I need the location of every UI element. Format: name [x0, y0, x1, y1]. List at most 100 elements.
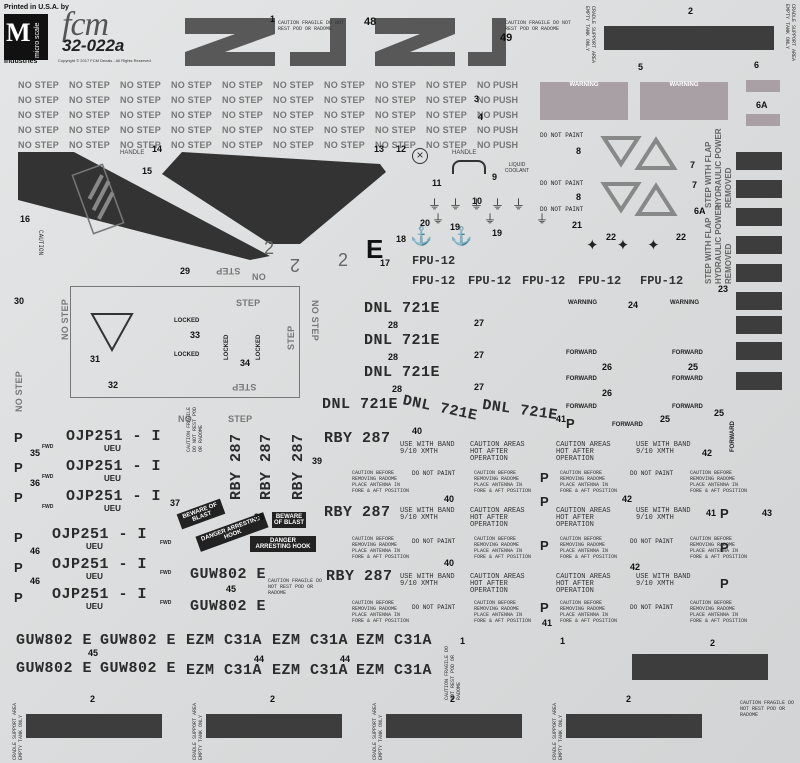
- p-marker: P: [540, 600, 549, 615]
- num-29: 28: [388, 320, 399, 330]
- num-26: 25: [688, 362, 699, 372]
- guw-5: GUW802 E: [16, 660, 93, 677]
- fwd-2: FWD: [42, 474, 54, 480]
- step-rotated-bottom: STEP: [232, 382, 257, 392]
- use-with-band-3: USE WITH BAND 9/10 XMTH: [400, 507, 455, 522]
- no-step: NO STEP: [273, 140, 314, 150]
- fwd-5: FWD: [160, 570, 172, 576]
- fpu-3: FPU-12: [468, 274, 512, 288]
- stripe-z2: [375, 18, 455, 66]
- ueu-2: UEU: [104, 474, 121, 483]
- ladder-panel-decal: [18, 152, 270, 260]
- num-26c: 25: [714, 408, 725, 418]
- p-marker: P: [14, 590, 23, 605]
- side-bar-8: [736, 342, 782, 360]
- step-label-bottom: STEP: [228, 414, 253, 424]
- no-step: NO STEP: [324, 140, 365, 150]
- num-24: 23: [718, 284, 729, 294]
- num-29c: 28: [392, 384, 403, 394]
- cradle-label-b1: CRADLE SUPPORT AREA EMPTY TANK ONLY: [12, 702, 24, 760]
- caution-hot-2: CAUTION AREAS HOT AFTER OPERATION: [556, 441, 611, 463]
- no-step: NO STEP: [324, 80, 365, 90]
- wing-panel-decal: [162, 152, 386, 244]
- cradle-label-b3: CRADLE SUPPORT AREA EMPTY TANK ONLY: [372, 702, 384, 760]
- marking-2b: 2: [290, 255, 301, 275]
- caution-fragile-bottom-2: CAUTION FRAGILE DO NOT REST POD OR RADOM…: [740, 700, 795, 718]
- num-23b: 22: [676, 232, 687, 242]
- num-37: 36: [30, 478, 41, 488]
- caution-hot-3: CAUTION AREAS HOT AFTER OPERATION: [470, 507, 525, 529]
- intake-stripe-decals: [185, 18, 506, 66]
- no-step-row-3: NO STEP NO STEP NO STEP NO STEP NO STEP …: [18, 110, 528, 125]
- num-40: 39: [312, 456, 323, 466]
- num-43: 42: [702, 448, 713, 458]
- num-8b: 7: [692, 180, 698, 190]
- no-step: NO STEP: [69, 125, 110, 135]
- stripe-z1: [185, 18, 275, 66]
- no-step: NO STEP: [324, 125, 365, 135]
- anchor-icons: ⚓⚓: [410, 226, 491, 246]
- p-marker: P: [720, 540, 729, 555]
- ueu-6: UEU: [86, 602, 103, 611]
- num-35: 34: [240, 358, 251, 368]
- no-step-row-5: NO STEP NO STEP NO STEP NO STEP NO STEP …: [18, 140, 528, 155]
- p-marker: P: [14, 460, 23, 475]
- use-with-band-2: USE WITH BAND 9/10 XMTH: [636, 441, 691, 456]
- warning-panel-small-2: [746, 114, 780, 126]
- ezm-1: EZM C31A: [186, 632, 263, 649]
- no-step: NO STEP: [120, 125, 161, 135]
- use-with-band-6: USE WITH BAND 9/10 XMTH: [636, 573, 691, 588]
- num-2-b2: 2: [270, 694, 276, 704]
- p-marker: P: [14, 530, 23, 545]
- num-11: 10: [472, 196, 483, 206]
- num-39: 38: [254, 512, 265, 522]
- caution-radome-7: CAUTION BEFORE REMOVING RADOME PLACE ANT…: [560, 536, 618, 560]
- num-12: 11: [432, 178, 442, 188]
- num-9b: 8: [576, 192, 582, 202]
- do-not-paint-2: DO NOT PAINT: [540, 180, 584, 187]
- ground-icons-2: ⏚⏚⏚: [432, 212, 589, 226]
- num-27b: 26: [602, 388, 613, 398]
- no-step: NO STEP: [18, 80, 59, 90]
- fwd-6: FWD: [160, 600, 172, 606]
- locked-label-2: LOCKED: [174, 352, 200, 358]
- warning-label-1: WARNING: [568, 300, 597, 306]
- handle-label: HANDLE: [120, 150, 145, 156]
- warning-title: WARNING: [669, 82, 699, 88]
- num-28c: 27: [474, 382, 485, 392]
- cradle-label-b2: CRADLE SUPPORT AREA EMPTY TANK ONLY: [192, 702, 204, 760]
- marking-2a: 2: [264, 238, 275, 258]
- num-9: 8: [576, 146, 582, 156]
- warning-panel-1: WARNING: [540, 82, 628, 120]
- copyright: Copyright © 2017 FCM Decals - All Rights…: [58, 58, 151, 63]
- num-32: 31: [90, 354, 101, 364]
- stripe-j2: [468, 18, 506, 66]
- num-8: 7: [690, 160, 696, 170]
- num-7: 6A: [694, 206, 706, 216]
- step-upside: STEP: [216, 266, 241, 276]
- p-marker: P: [720, 576, 729, 591]
- forward-7: FORWARD: [612, 422, 643, 428]
- num-6: 6: [754, 60, 760, 70]
- fpu-2: FPU-12: [412, 274, 456, 288]
- no-step: NO STEP: [426, 110, 467, 120]
- forward-5: FORWARD: [566, 404, 597, 410]
- side-bar-6: [736, 292, 782, 310]
- caution-fragile-top-2: CAUTION FRAGILE DO NOT REST POD OR RADOM…: [505, 20, 572, 32]
- fwd-1: FWD: [42, 444, 54, 450]
- danger-hook-sign-2: DANGER ARRESTING HOOK: [250, 536, 316, 552]
- p-marker: P: [566, 416, 575, 431]
- caution-radome-9: CAUTION BEFORE REMOVING RADOME PLACE ANT…: [352, 600, 410, 624]
- cradle-label-b4: CRADLE SUPPORT AREA EMPTY TANK ONLY: [552, 702, 564, 760]
- num-23: 22: [606, 232, 617, 242]
- num-47: 46: [30, 546, 41, 556]
- p-marker: P: [14, 490, 23, 505]
- dnl-6: DNL 721E: [481, 396, 559, 425]
- no-push: NO PUSH: [477, 125, 519, 135]
- num-28: 27: [474, 318, 485, 328]
- caution-radome-8: CAUTION BEFORE REMOVING RADOME PLACE ANT…: [690, 536, 748, 560]
- no-step-vertical-left-outer: NO STEP: [14, 371, 24, 412]
- num-1-bottom: 1: [460, 636, 466, 646]
- ezm-3: EZM C31A: [356, 632, 433, 649]
